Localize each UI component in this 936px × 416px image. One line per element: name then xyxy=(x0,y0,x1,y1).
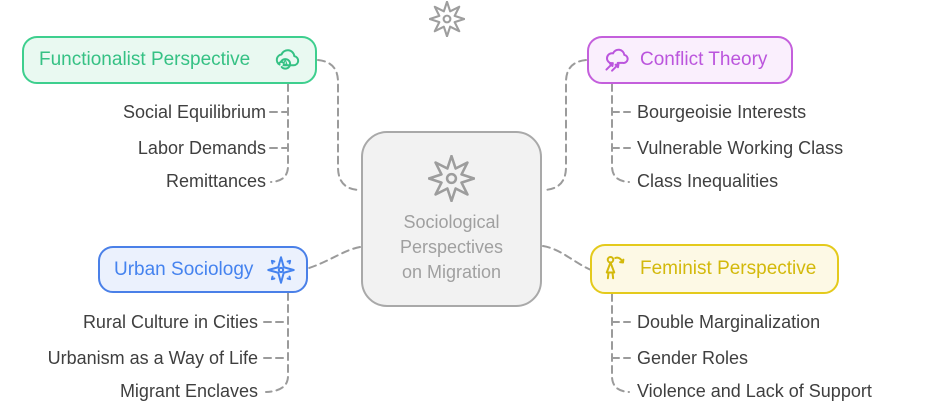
woman-arrow-icon xyxy=(602,254,632,284)
eight-point-star-icon xyxy=(428,155,475,202)
branch-functionalist-perspective[interactable]: Functionalist Perspective A xyxy=(22,36,317,84)
child-topic[interactable]: Remittances xyxy=(165,171,266,191)
cloud-sync-icon: A xyxy=(273,46,303,74)
child-topic[interactable]: Social Equilibrium xyxy=(122,102,266,122)
compass-star-icon xyxy=(266,255,296,285)
branch-label: Functionalist Perspective xyxy=(39,49,251,70)
branch-feminist-perspective[interactable]: Feminist Perspective xyxy=(590,244,839,294)
branch-label: Urban Sociology xyxy=(114,258,254,280)
child-topic[interactable]: Violence and Lack of Support xyxy=(637,381,872,401)
root-title-line: on Migration xyxy=(401,262,502,282)
branch-label: Conflict Theory xyxy=(640,49,768,70)
child-topic[interactable]: Rural Culture in Cities xyxy=(82,312,258,332)
child-topic[interactable]: Class Inequalities xyxy=(637,171,779,191)
root-title-line: Perspectives xyxy=(399,237,504,257)
child-topic[interactable]: Bourgeoisie Interests xyxy=(637,102,807,122)
branch-conflict-theory[interactable]: Conflict Theory xyxy=(587,36,793,84)
svg-text:A: A xyxy=(282,58,288,68)
branch-label: Feminist Perspective xyxy=(640,258,817,279)
child-topic[interactable]: Migrant Enclaves xyxy=(119,381,258,401)
child-topic[interactable]: Labor Demands xyxy=(137,138,266,158)
child-topic[interactable]: Urbanism as a Way of Life xyxy=(47,348,258,368)
branch-urban-sociology[interactable]: Urban Sociology xyxy=(98,246,308,293)
child-topic[interactable]: Vulnerable Working Class xyxy=(637,138,844,158)
root-title: Sociological Perspectives on Migration xyxy=(400,210,503,285)
storm-cloud-icon xyxy=(601,46,631,74)
child-topic[interactable]: Gender Roles xyxy=(637,348,749,368)
root-title-line: Sociological xyxy=(403,212,500,232)
root-node[interactable]: Sociological Perspectives on Migration xyxy=(361,131,542,307)
child-topic[interactable]: Double Marginalization xyxy=(637,312,821,332)
decorative-star-icon xyxy=(429,1,465,37)
